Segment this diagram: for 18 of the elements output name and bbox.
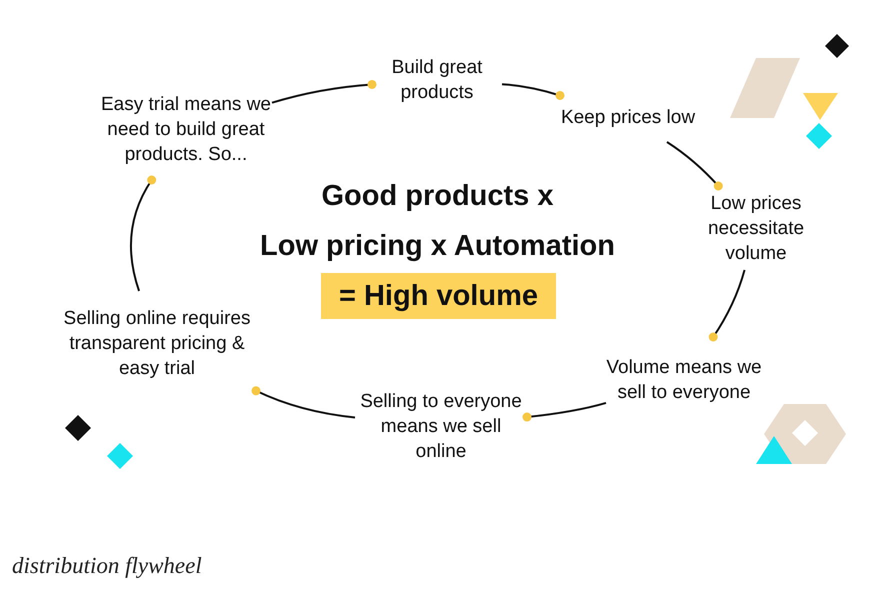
step-text: Selling to everyone means we sell online [359,390,523,464]
connector-line [522,402,606,422]
connector-line [502,83,564,100]
caption: distribution flywheel [12,553,202,579]
connector-line [708,270,746,342]
connector-line [666,141,723,190]
step-text: Build great products [390,56,484,105]
step-text: Keep prices low [560,106,696,130]
highlight-box: = High volume [321,273,556,319]
formula-text: Good products x [320,180,554,213]
formula-text: Low pricing x Automation [259,230,616,263]
connector-line [252,386,356,418]
step-text: Easy trial means we need to build great products. So... [100,92,272,166]
step-text: Selling online requires transparent pricing & easy trial [62,306,252,380]
step-text: Low prices necessitate volume [706,192,806,266]
step-text: Volume means we sell to everyone [606,356,762,405]
connector-line [272,80,376,104]
connector-line [130,176,156,292]
